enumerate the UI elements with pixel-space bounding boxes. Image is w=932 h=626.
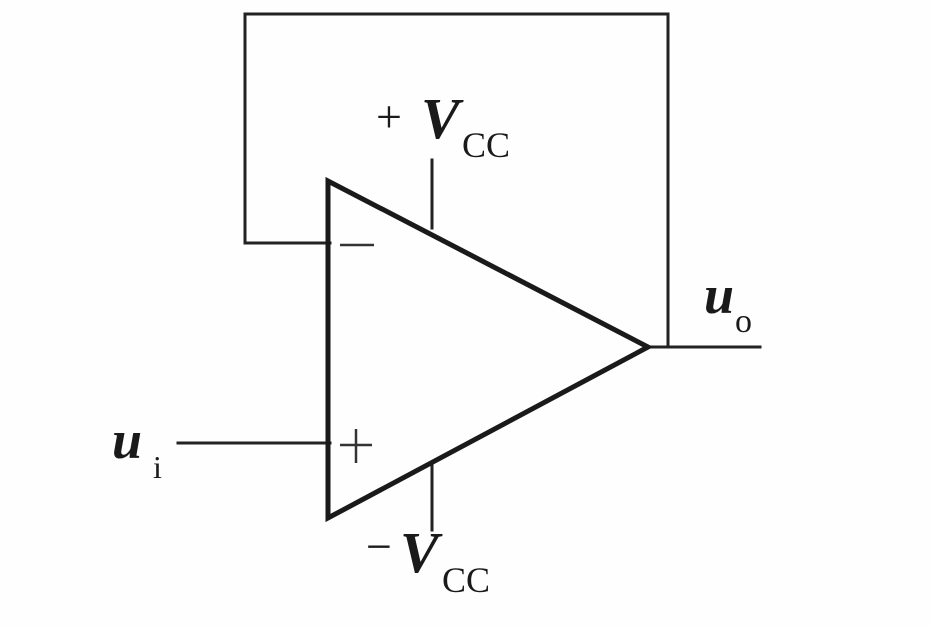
output-voltage-subscript: o <box>735 303 752 340</box>
input-voltage-symbol: u <box>112 410 142 470</box>
positive-supply-subscript: CC <box>462 125 510 165</box>
op-amp-triangle <box>325 176 654 523</box>
negative-supply-subscript: CC <box>442 560 490 600</box>
positive-supply-sign: + <box>376 91 402 142</box>
feedback-wire <box>243 12 670 349</box>
positive-supply-symbol: V <box>421 86 464 151</box>
input-voltage-label: u i <box>112 410 162 485</box>
input-voltage-subscript: i <box>153 449 162 485</box>
non-inverting-input-plus-sign <box>340 429 372 463</box>
output-voltage-symbol: u <box>704 265 734 325</box>
negative-supply-label: − V CC <box>366 520 490 600</box>
negative-supply-symbol: V <box>400 520 443 585</box>
negative-supply-sign: − <box>366 521 392 572</box>
output-voltage-label: u o <box>704 265 752 340</box>
positive-supply-label: + V CC <box>376 86 510 165</box>
